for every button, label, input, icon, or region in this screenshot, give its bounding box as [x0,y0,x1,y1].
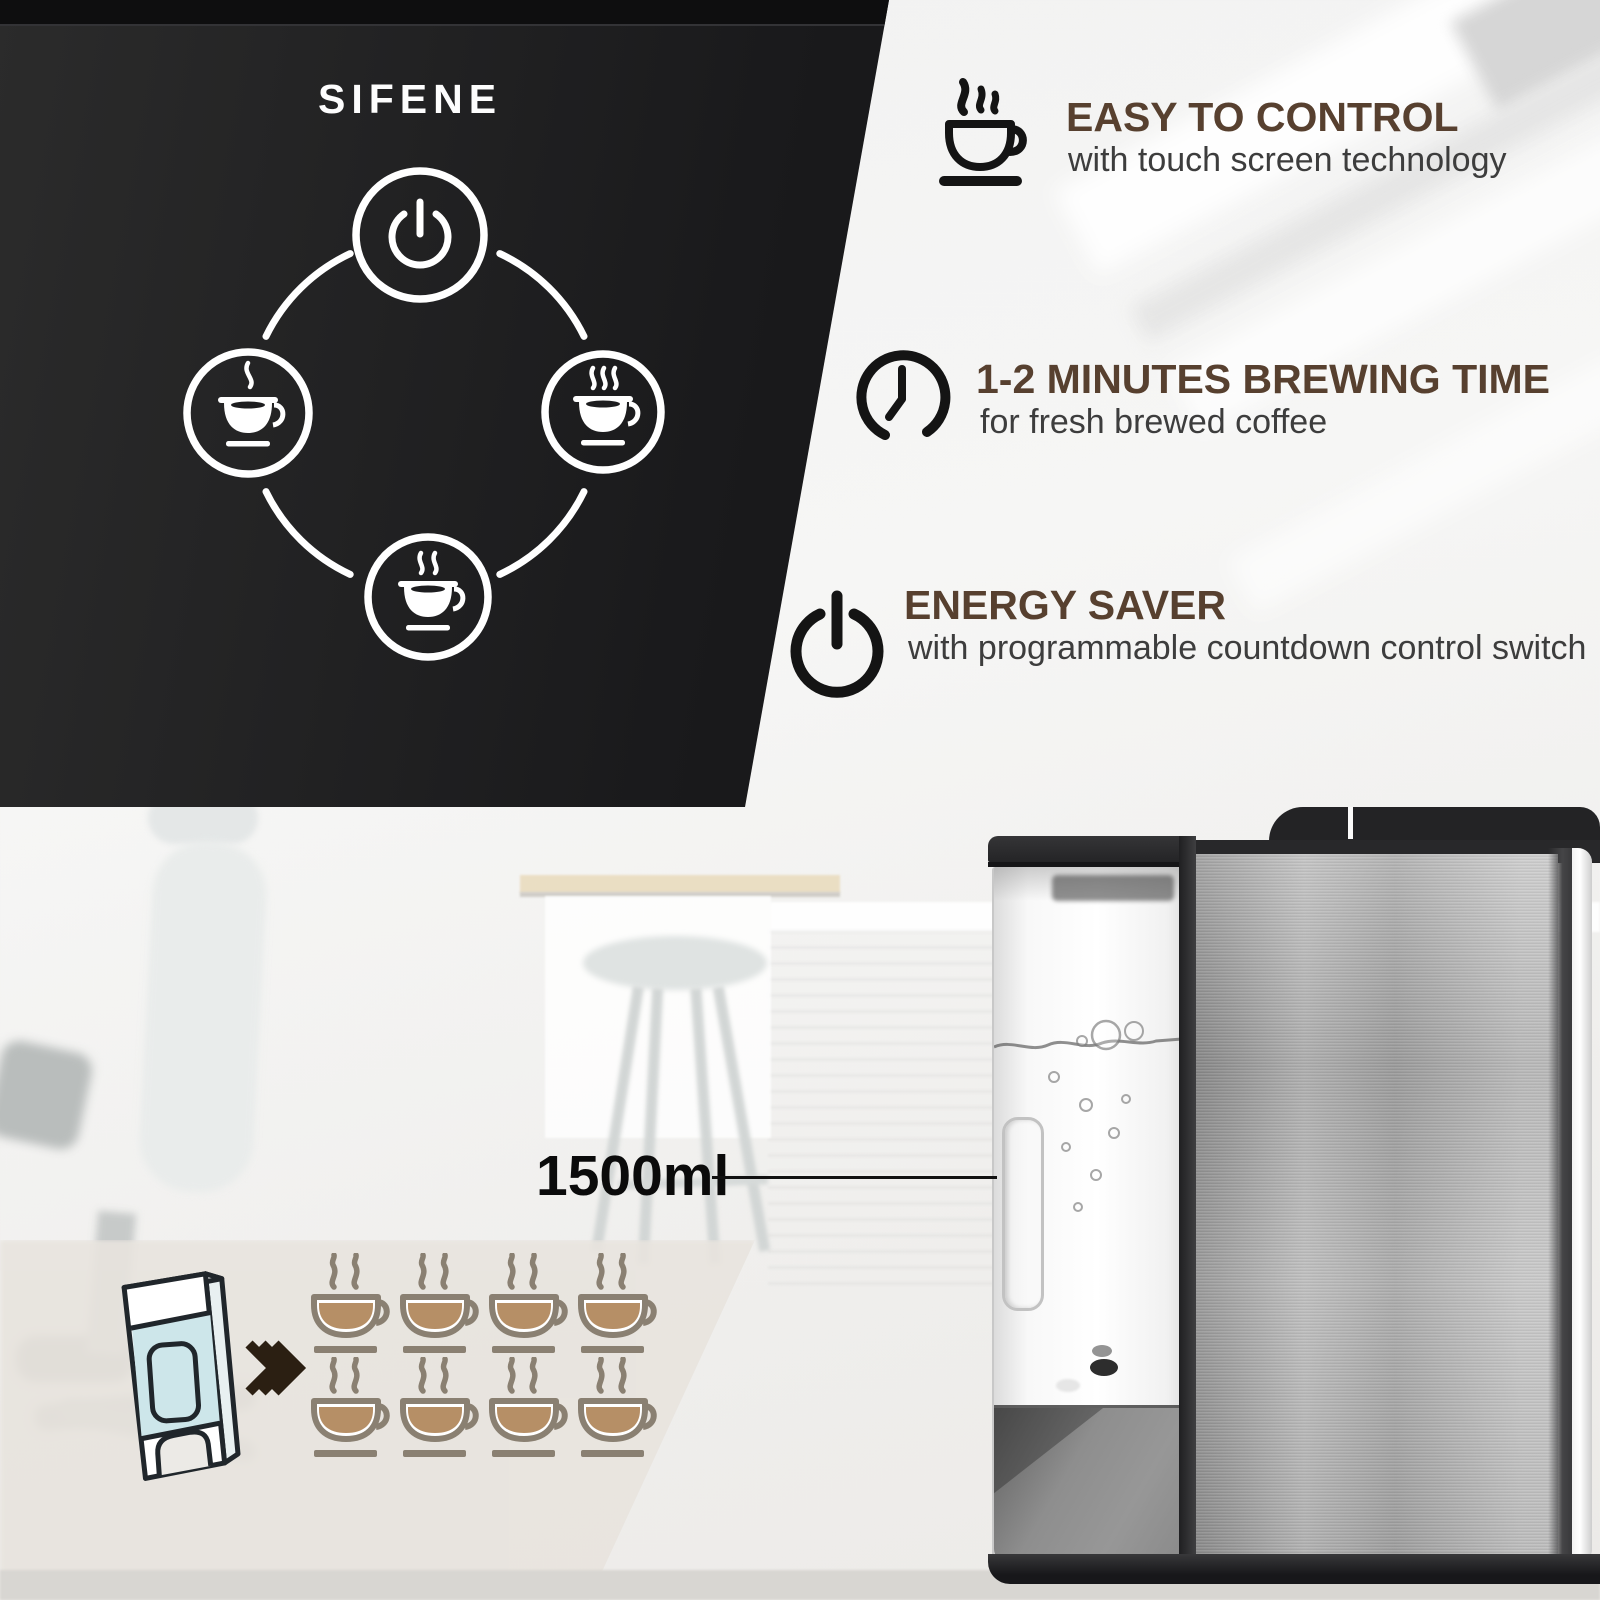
machine-top-seam [1348,807,1353,839]
office-chair-backrest [136,839,270,1195]
feature-row [852,344,954,450]
ceiling-shadow [1450,0,1600,111]
coffee-cup-icon [395,1253,484,1357]
water-tank-icon [121,1271,241,1481]
hot-coffee-cup-icon [541,350,665,474]
feature-title: 1-2 MINUTES BREWING TIME [976,356,1551,402]
espresso-cup-icon [183,348,313,478]
power-icon [790,590,884,698]
window-blinds [768,930,1018,1290]
tank-valve [1090,1359,1118,1376]
capacity-label: 1500ml [536,1144,730,1208]
panel-top-edge [0,0,889,26]
feature-row [936,76,1040,188]
machine-right-edge [1548,848,1572,1560]
connector-arcs [262,250,588,578]
desk [520,875,840,893]
machine-base [988,1554,1600,1584]
coffee-cup-icon [573,1253,662,1357]
stool [583,936,767,990]
coffee-cup-icon [306,1253,395,1357]
tank-base-section [994,1405,1182,1560]
control-panel: SIFENE [0,0,889,807]
ceiling-light-streak [1227,306,1600,614]
stainless-steel-panel [1196,854,1558,1558]
water-tank-lid-shadow [988,862,1184,867]
machine-seam [1179,836,1196,1562]
machine-right-highlight [1572,848,1592,1560]
coffee-cup-icon [306,1357,395,1461]
desk-shadow [520,892,840,897]
coffee-cup-icon [395,1357,484,1461]
steaming-mug-icon [364,533,492,661]
steaming-coffee-cup-icon [939,78,1027,186]
feature-subtitle: with touch screen technology [1068,141,1507,179]
coffee-cup-icon [484,1253,573,1357]
feature-subtitle: with programmable countdown control swit… [908,629,1587,667]
power-button-icon [352,167,488,303]
desk-cabinet [545,896,771,1138]
water-tank [992,867,1182,1560]
tank-valve [1092,1345,1112,1357]
tank-valve-highlight [1056,1379,1080,1392]
chevron-right-icon [245,1340,307,1396]
clock-icon [856,350,951,440]
machine-body [1196,840,1600,1572]
brand-logo: SIFENE [318,76,503,122]
coffee-machine-photo [985,800,1600,1590]
water-surface [994,1019,1182,1212]
feature-subtitle: for fresh brewed coffee [980,403,1328,441]
capacity-pointer-line [712,1176,997,1179]
water-tank-lid [988,836,1184,862]
tank-rim-shadow [1052,875,1174,901]
feature-title: EASY TO CONTROL [1066,94,1459,140]
stool-leg [637,987,664,1265]
stool-leg [712,986,771,1252]
feature-title: ENERGY SAVER [904,582,1227,628]
coffee-cup-icon [573,1357,662,1461]
tank-handle-recess [1002,1117,1044,1311]
touch-buttons-diagram [183,167,665,661]
stool-leg [591,985,644,1253]
coffee-cups-grid [306,1253,666,1461]
stool-leg [690,987,721,1265]
office-chair-armrest [0,1037,96,1153]
feature-row [788,586,886,700]
coffee-cup-icon [484,1357,573,1461]
